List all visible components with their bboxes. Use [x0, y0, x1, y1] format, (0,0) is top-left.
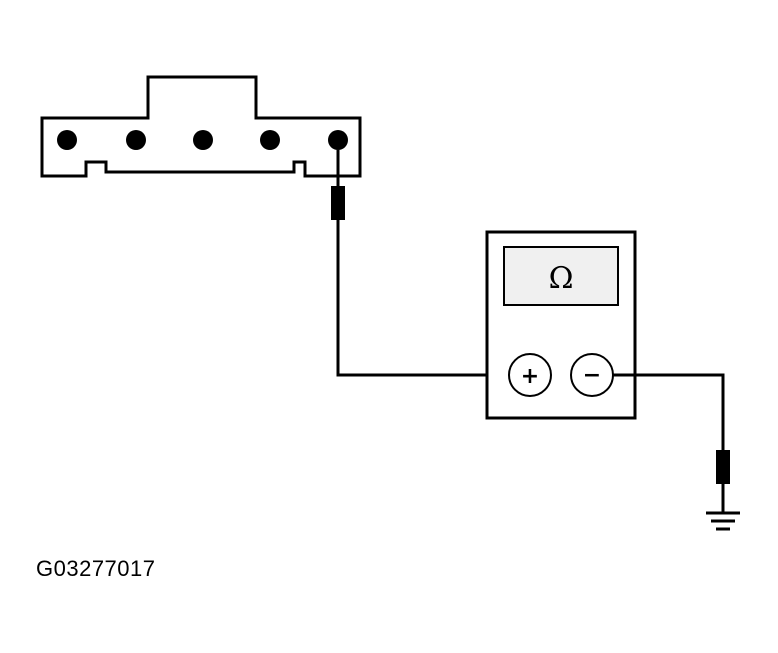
connector-pin-3 [193, 130, 213, 150]
ohm-symbol: Ω [549, 261, 574, 296]
connector-pin-1 [57, 130, 77, 150]
negative-probe-body [716, 450, 730, 484]
figure-id: G03277017 [36, 556, 156, 581]
positive-lead-wire [336, 220, 508, 377]
positive-terminal [508, 353, 552, 397]
ground-icon [706, 511, 740, 531]
connector-housing [40, 75, 362, 178]
ohmmeter: Ω + − [485, 230, 637, 420]
ohmmeter-display [503, 246, 619, 306]
positive-test-lead [331, 150, 508, 377]
connector-pin-2 [126, 130, 146, 150]
negative-lead-wire [613, 373, 725, 450]
connector-pin-5 [328, 130, 348, 150]
connector [40, 75, 362, 178]
positive-probe-body [331, 186, 345, 220]
negative-test-lead [613, 373, 730, 513]
connector-pin-4 [260, 130, 280, 150]
positive-terminal-label: + [521, 364, 539, 389]
negative-terminal-label: − [583, 363, 601, 388]
